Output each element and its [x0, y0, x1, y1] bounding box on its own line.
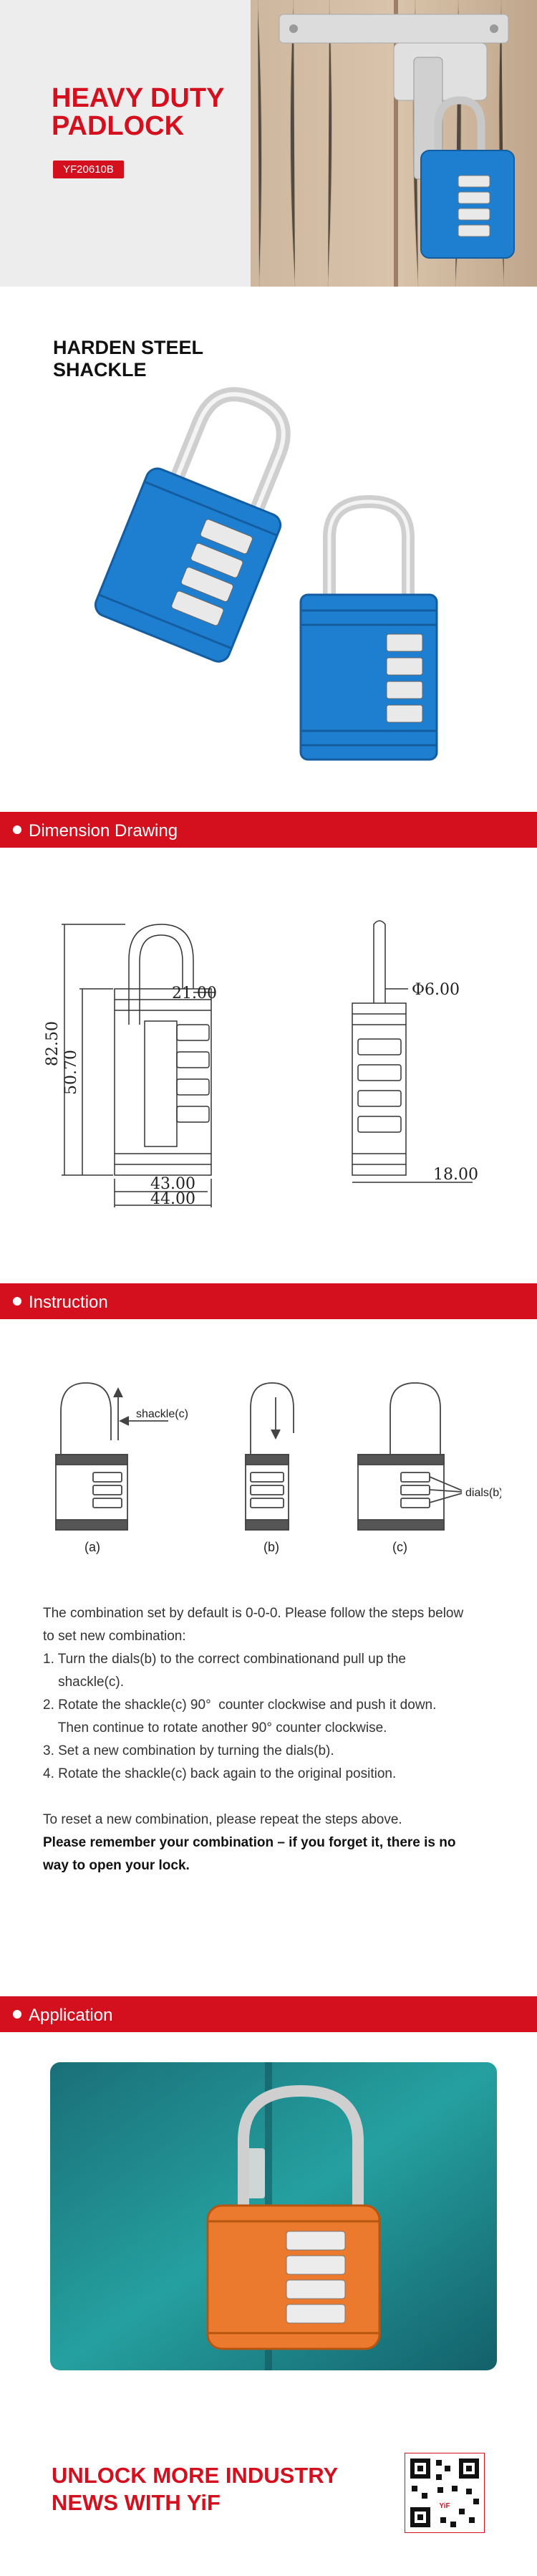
- step-line: 4. Rotate the shackle(c) back again to t…: [43, 1766, 397, 1781]
- footer-line1: UNLOCK MORE INDUSTRY: [52, 2463, 339, 2488]
- caption-a: (a): [84, 1540, 100, 1554]
- steel-heading-line2: SHACKLE: [53, 359, 147, 380]
- qr-badge: YiF: [439, 2502, 450, 2510]
- instruction-diagram: shackle(c) dials(b) (a) (b) (c): [55, 1382, 501, 1554]
- steel-heading: HARDEN STEEL SHACKLE: [53, 337, 203, 381]
- dim-width-inner: 43.00: [150, 1175, 195, 1193]
- dim-width-outer: 44.00: [150, 1190, 195, 1208]
- dimension-section-label: Dimension Drawing: [29, 821, 178, 841]
- dials-label: dials(b): [465, 1487, 501, 1499]
- hero-title-line1: HEAVY DUTY: [52, 83, 225, 113]
- step-line: Then continue to rotate another 90° coun…: [43, 1720, 387, 1735]
- hero-banner: HEAVY DUTY PADLOCK YF20610B: [0, 0, 537, 287]
- instruction-text: The combination set by default is 0-0-0.…: [43, 1602, 463, 1877]
- step-line: 3. Set a new combination by turning the …: [43, 1743, 334, 1758]
- intro-line: to set new combination:: [43, 1629, 186, 1644]
- caption-b: (b): [263, 1540, 279, 1554]
- bullet-dot: [13, 2010, 21, 2019]
- application-section-label: Application: [29, 2006, 113, 2025]
- dimension-drawing: 21.00 82.50 50.70 43.00 44.00 Φ6.00 18.0…: [44, 920, 478, 1208]
- instruction-section-label: Instruction: [29, 1293, 108, 1312]
- warning-line: Please remember your combination – if yo…: [43, 1835, 456, 1850]
- bullet-dot: [13, 1297, 21, 1306]
- warning-line: way to open your lock.: [43, 1858, 190, 1873]
- dim-shackle-width: 21.00: [172, 985, 217, 1002]
- footer-heading: UNLOCK MORE INDUSTRY NEWS WITH YiF: [52, 2462, 338, 2517]
- step-line: 1. Turn the dials(b) to the correct comb…: [43, 1652, 406, 1667]
- hero-title-line2: PADLOCK: [52, 111, 185, 141]
- dimension-section-bar: Dimension Drawing: [0, 812, 537, 848]
- bullet-dot: [13, 825, 21, 834]
- dim-height-body: 50.70: [62, 1050, 80, 1095]
- hero-title: HEAVY DUTY PADLOCK: [52, 85, 224, 140]
- dim-height-total: 82.50: [44, 1021, 62, 1066]
- step-line: shackle(c).: [43, 1675, 124, 1690]
- caption-c: (c): [392, 1540, 407, 1554]
- intro-line: The combination set by default is 0-0-0.…: [43, 1606, 464, 1621]
- reset-note: To reset a new combination, please repea…: [43, 1812, 402, 1827]
- instruction-section-bar: Instruction: [0, 1283, 537, 1319]
- footer-line2: NEWS WITH YiF: [52, 2490, 221, 2515]
- dim-shackle-diameter: Φ6.00: [412, 981, 460, 999]
- qr-code[interactable]: YiF: [405, 2453, 485, 2533]
- padlock-product-images: [94, 387, 438, 761]
- steel-heading-line1: HARDEN STEEL: [53, 337, 204, 358]
- application-photo: [50, 2062, 497, 2370]
- hero-photo: [251, 0, 537, 287]
- application-section-bar: Application: [0, 1996, 537, 2032]
- shackle-label: shackle(c): [136, 1408, 188, 1420]
- dim-body-depth: 18.00: [433, 1166, 478, 1184]
- model-badge: YF20610B: [53, 161, 124, 178]
- step-line: 2. Rotate the shackle(c) 90° counter clo…: [43, 1698, 437, 1713]
